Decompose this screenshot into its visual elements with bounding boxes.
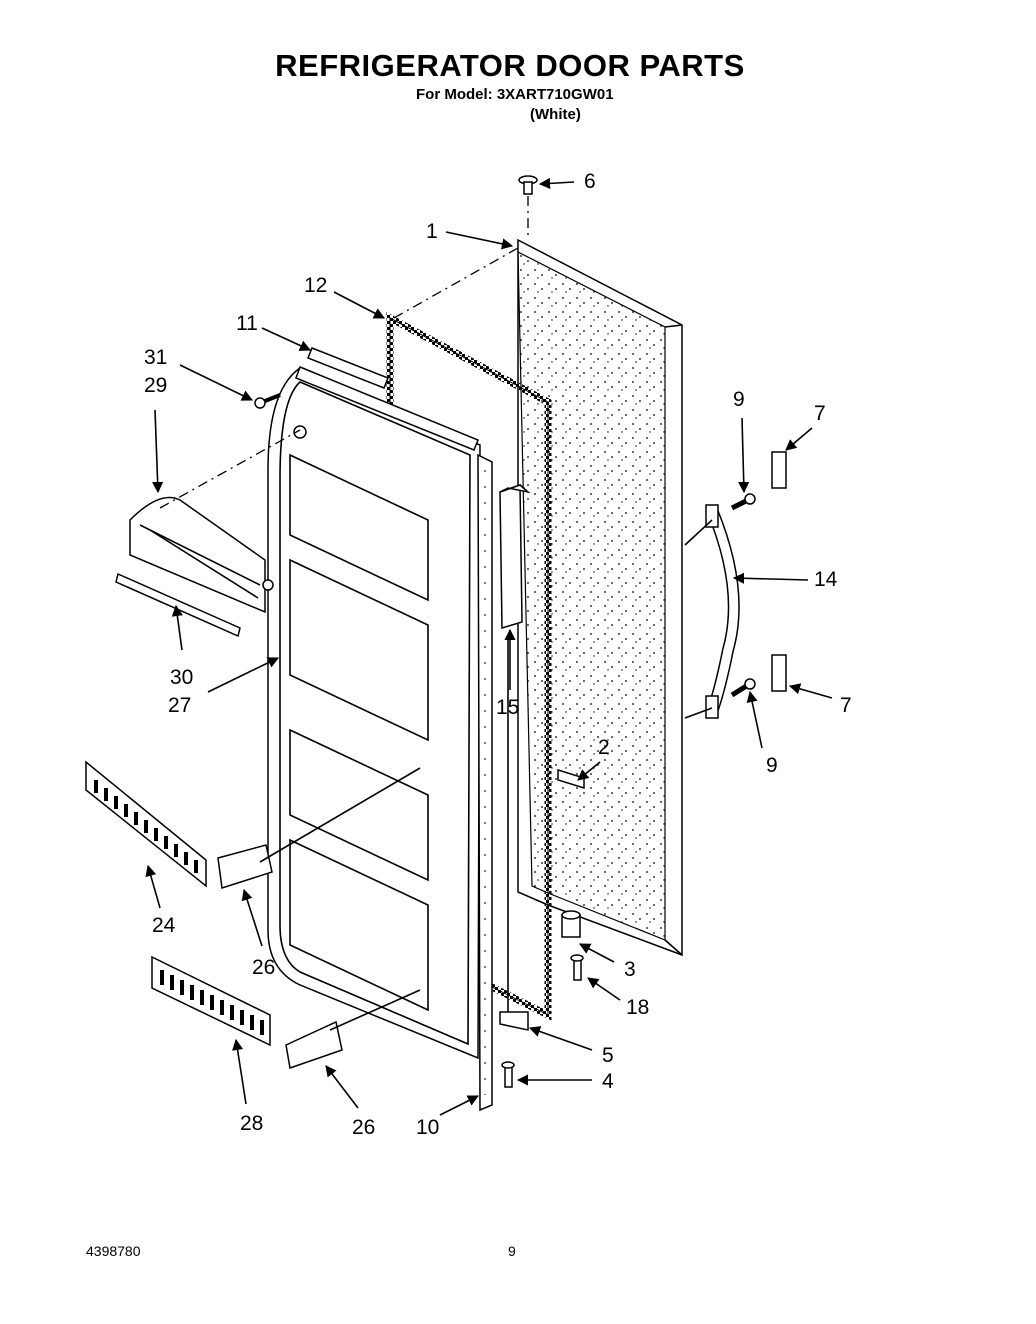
callout-7-bottom: 7 [840, 694, 852, 717]
callout-4: 4 [602, 1070, 614, 1093]
dairy-door [129, 496, 274, 614]
callout-27: 27 [168, 694, 191, 717]
callout-26-lower: 26 [352, 1116, 375, 1139]
handle-end-cap-top [771, 451, 787, 489]
model-line: For Model: 3XART710GW01 [416, 86, 614, 103]
callout-28: 28 [240, 1112, 263, 1135]
inner-door-liner [267, 367, 481, 1060]
assembly-lines [159, 247, 713, 1031]
door-stop [557, 768, 585, 790]
breaker-strip [477, 453, 493, 1112]
page-title: REFRIGERATOR DOOR PARTS [275, 48, 745, 83]
bottom-hinge-bushing [561, 910, 581, 938]
liner-screw [254, 393, 281, 409]
hinge-plug [518, 175, 538, 238]
door-handle [705, 504, 740, 719]
bin-end-cap-lower [285, 1020, 343, 1069]
variant-label: (White) [530, 106, 581, 123]
callout-6: 6 [584, 170, 596, 193]
callout-11: 11 [236, 312, 258, 335]
callout-18: 18 [626, 996, 649, 1019]
callout-5: 5 [602, 1044, 614, 1067]
handle-mount-strip [499, 483, 531, 630]
callout-24: 24 [152, 914, 176, 937]
trim-clip [307, 347, 389, 389]
callout-10: 10 [416, 1116, 439, 1139]
bin-end-cap-upper [217, 844, 273, 889]
handle-screw-top [730, 493, 756, 511]
callout-26-upper: 26 [252, 956, 275, 979]
top-trim-strip [295, 366, 479, 451]
callout-9-top: 9 [733, 388, 745, 411]
bottom-bracket [499, 1011, 529, 1031]
callout-31: 31 [144, 346, 167, 369]
handle-screw-bottom [730, 678, 756, 698]
callout-29: 29 [144, 374, 167, 397]
door-bin-upper [85, 760, 207, 888]
callout-30: 30 [170, 666, 193, 689]
bracket-screw [501, 1061, 515, 1088]
callout-15: 15 [496, 696, 519, 719]
callout-7-top: 7 [814, 402, 826, 425]
hinge-screw [570, 954, 584, 981]
outer-door-panel [517, 238, 683, 957]
document-number: 4398780 [86, 1243, 141, 1259]
leader-arrows [145, 177, 833, 1116]
callout-2: 2 [598, 736, 610, 759]
door-bin-lower [151, 955, 271, 1047]
callout-14: 14 [814, 568, 838, 591]
callout-3: 3 [624, 958, 636, 981]
callout-labels: 6 1 12 11 31 29 30 27 15 2 9 7 14 7 9 3 … [144, 170, 852, 1139]
callout-9-bottom: 9 [766, 754, 778, 777]
callout-12: 12 [304, 274, 327, 297]
page-number: 9 [508, 1243, 516, 1259]
handle-end-cap-bottom [771, 654, 787, 692]
callout-1: 1 [426, 220, 438, 243]
